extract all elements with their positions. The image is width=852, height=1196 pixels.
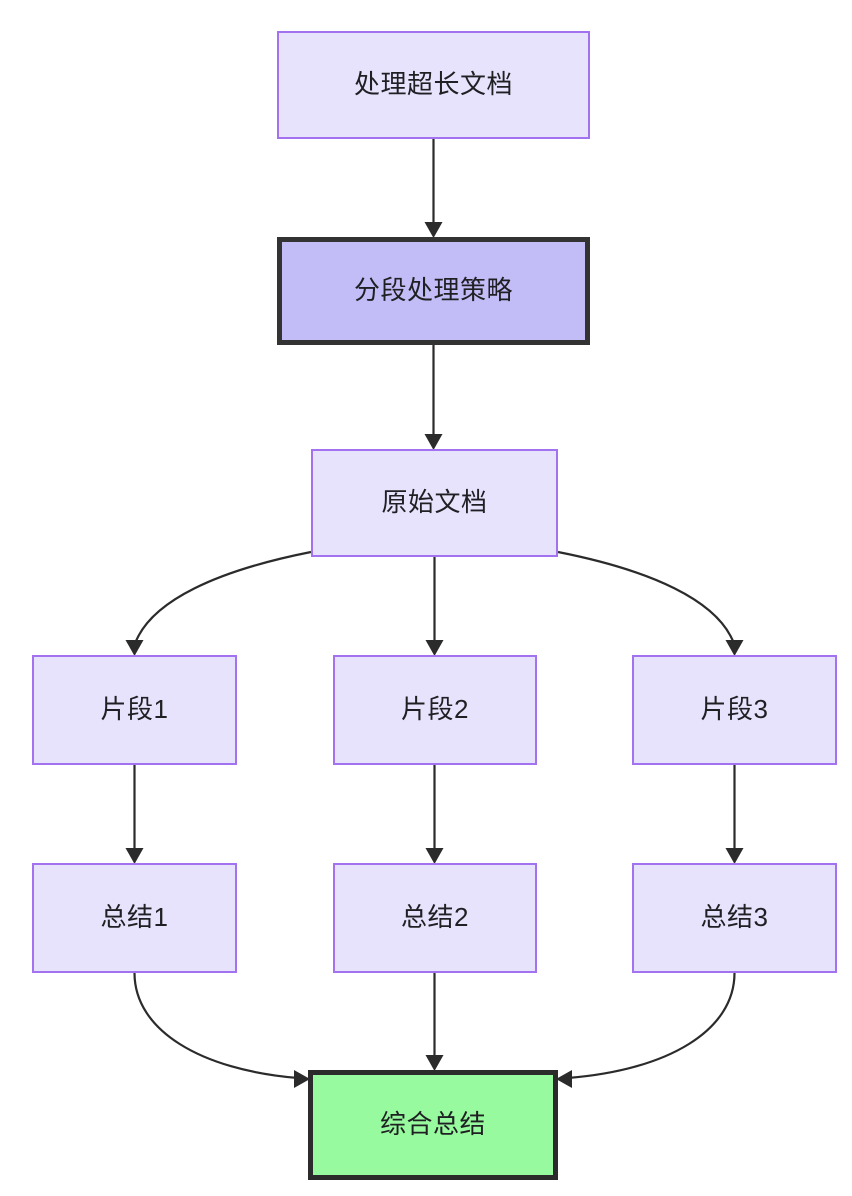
edge-chunk1-to-summary1 [125,765,144,864]
node-doc[interactable]: 处理超长文档 [277,31,590,139]
node-label: 原始文档 [381,487,487,517]
node-box[interactable] [333,863,537,973]
edge-summary2-to-final [425,973,444,1071]
arrow-head-icon [125,848,144,864]
node-summary1[interactable]: 总结1 [32,863,237,973]
node-strategy[interactable]: 分段处理策略 [277,237,590,345]
edge-line [133,972,299,1080]
node-label: 片段2 [401,694,469,724]
arrow-head-icon [725,640,744,656]
node-summary3[interactable]: 总结3 [632,863,837,973]
node-chunk1[interactable]: 片段1 [32,655,237,765]
node-chunk3[interactable]: 片段3 [632,655,837,765]
node-label: 总结2 [401,902,469,932]
node-label: 总结3 [701,902,769,932]
edge-source-to-chunk1 [125,550,312,656]
node-box[interactable] [277,31,590,139]
node-source[interactable]: 原始文档 [311,449,558,557]
node-box[interactable] [333,655,537,765]
node-label: 片段3 [701,694,769,724]
node-box[interactable] [311,449,558,557]
node-box[interactable] [32,655,237,765]
node-label: 综合总结 [380,1109,486,1139]
node-box[interactable] [632,863,837,973]
arrow-head-icon [424,222,443,238]
node-label: 总结1 [101,902,169,932]
arrow-head-icon [425,848,444,864]
arrow-head-icon [425,640,444,656]
node-summary2[interactable]: 总结2 [333,863,537,973]
node-final[interactable]: 综合总结 [308,1070,558,1180]
edge-summary3-to-final [556,972,736,1088]
arrow-head-icon [556,1070,572,1088]
node-label: 片段1 [101,694,169,724]
node-label: 分段处理策略 [354,275,513,305]
arrow-head-icon [725,848,744,864]
node-chunk2[interactable]: 片段2 [333,655,537,765]
edge-summary1-to-final [133,972,310,1088]
node-box[interactable] [308,1070,558,1180]
node-label: 处理超长文档 [354,69,513,99]
edge-source-to-chunk2 [425,557,444,656]
edge-chunk3-to-summary3 [725,765,744,864]
edge-chunk2-to-summary2 [425,765,444,864]
edge-line [557,550,736,646]
arrow-head-icon [424,434,443,450]
arrow-head-icon [294,1070,310,1088]
arrow-head-icon [125,640,144,656]
edge-line [567,972,736,1080]
node-box[interactable] [632,655,837,765]
edges-layer [125,139,744,1088]
edge-strategy-to-source [424,345,443,450]
edge-source-to-chunk3 [557,550,744,656]
edge-doc-to-strategy [424,139,443,238]
node-box[interactable] [277,237,590,345]
arrow-head-icon [425,1055,444,1071]
edge-line [133,550,312,646]
node-box[interactable] [32,863,237,973]
